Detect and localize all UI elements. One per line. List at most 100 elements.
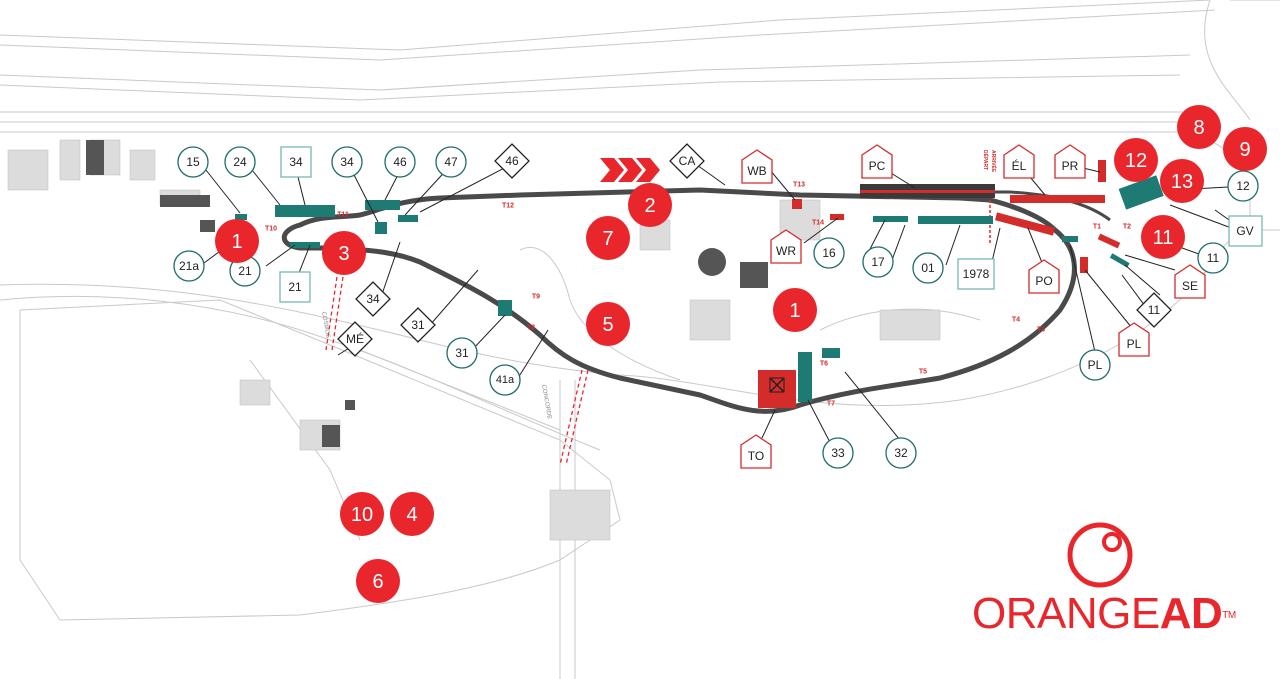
pentagon-to <box>740 434 772 469</box>
leader-lines <box>199 164 1247 451</box>
svg-text:1: 1 <box>789 300 800 322</box>
diamond-me <box>337 321 373 357</box>
svg-text:16: 16 <box>822 246 836 260</box>
buildings-light <box>7 139 941 541</box>
svg-text:34: 34 <box>366 292 380 306</box>
pentagon-wb <box>741 149 773 184</box>
x-icon <box>769 377 785 393</box>
svg-text:T10: T10 <box>265 226 277 233</box>
red-numbered-markers[interactable] <box>215 105 1267 603</box>
start-label: DÉPART <box>982 150 990 170</box>
marker-33 <box>822 437 854 469</box>
svg-text:T13: T13 <box>793 182 805 189</box>
pentagon-pr <box>1054 144 1086 179</box>
diamond-labels: 46 CA 34 31 MÉ 11 <box>346 154 1161 346</box>
svg-text:2: 2 <box>644 195 655 217</box>
marker-41a <box>489 364 521 396</box>
svg-text:GV: GV <box>1236 224 1253 238</box>
orangead-logo-icon <box>1067 522 1133 588</box>
red-marker-7[interactable] <box>586 216 630 260</box>
orangead-logo: ORANGEADTM <box>972 592 1252 636</box>
svg-text:T9: T9 <box>532 294 540 301</box>
svg-text:PL: PL <box>1127 337 1142 351</box>
finish-label: ARRIVÉE <box>990 150 998 173</box>
teal-circle-labels: 15 24 34 46 47 21a 21 31 41a 16 17 01 33… <box>179 155 1250 460</box>
svg-text:01: 01 <box>921 261 935 275</box>
svg-text:47: 47 <box>444 155 458 169</box>
marker-31 <box>446 337 478 369</box>
red-marker-4[interactable] <box>390 492 434 536</box>
svg-text:WB: WB <box>747 164 766 178</box>
svg-text:CA: CA <box>679 154 696 168</box>
diamond-ca <box>669 143 705 179</box>
logo-tm: TM <box>1222 610 1236 621</box>
race-track <box>281 187 1077 414</box>
diamond-markers <box>337 143 1172 357</box>
svg-text:T7: T7 <box>827 401 835 408</box>
pentagon-wr <box>770 229 802 264</box>
marker-1978-square <box>957 258 995 290</box>
red-marker-5[interactable] <box>586 302 630 346</box>
diamond-11 <box>1136 292 1172 328</box>
marker-24 <box>224 146 256 178</box>
pentagon-el <box>1003 144 1035 179</box>
svg-text:7: 7 <box>602 228 613 250</box>
grandstands <box>235 175 1164 402</box>
marker-12 <box>1227 170 1259 202</box>
red-marker-9[interactable] <box>1223 127 1267 171</box>
svg-text:T14: T14 <box>812 220 824 227</box>
red-marker-2[interactable] <box>628 183 672 227</box>
diamond-31 <box>400 307 436 343</box>
red-marker-1-right[interactable] <box>773 288 817 332</box>
teal-circle-markers <box>173 146 1259 469</box>
red-marker-11[interactable] <box>1141 215 1185 259</box>
svg-text:T12: T12 <box>502 203 514 210</box>
svg-text:5: 5 <box>602 314 613 336</box>
marker-17 <box>862 246 894 278</box>
svg-text:21: 21 <box>288 280 302 294</box>
marker-32 <box>885 437 917 469</box>
marker-47 <box>435 146 467 178</box>
pentagon-markers <box>740 144 1206 469</box>
svg-text:3: 3 <box>338 243 349 265</box>
red-marker-13[interactable] <box>1160 159 1204 203</box>
red-marker-6[interactable] <box>356 559 400 603</box>
pentagon-pc <box>861 144 893 179</box>
svg-text:4: 4 <box>406 504 417 526</box>
red-marker-12[interactable] <box>1114 138 1158 182</box>
logo-text-orange: ORANGE <box>972 589 1160 638</box>
svg-text:1978: 1978 <box>963 267 990 281</box>
red-marker-8[interactable] <box>1177 105 1221 149</box>
red-buildings <box>758 160 1121 408</box>
svg-text:32: 32 <box>894 446 908 460</box>
red-marker-10[interactable] <box>340 492 384 536</box>
red-marker-1-left[interactable] <box>215 219 259 263</box>
svg-text:T4: T4 <box>1012 317 1020 324</box>
svg-text:9: 9 <box>1239 139 1250 161</box>
marker-34-square <box>280 146 312 178</box>
red-marker-3[interactable] <box>322 231 366 275</box>
svg-text:24: 24 <box>233 155 247 169</box>
svg-text:10: 10 <box>351 504 373 526</box>
svg-text:T1: T1 <box>1093 224 1101 231</box>
marker-01 <box>912 252 944 284</box>
svg-text:13: 13 <box>1171 171 1193 193</box>
pentagon-po <box>1028 259 1060 294</box>
svg-text:ÉL: ÉL <box>1012 158 1027 173</box>
pentagon-se <box>1174 264 1206 299</box>
road-cosmos: COSMOS <box>320 311 331 338</box>
diamond-34 <box>355 281 391 317</box>
svg-text:31: 31 <box>455 346 469 360</box>
bridges <box>325 269 589 466</box>
svg-text:T8: T8 <box>527 325 535 332</box>
svg-text:34: 34 <box>289 155 303 169</box>
marker-15 <box>177 146 209 178</box>
svg-text:17: 17 <box>871 255 885 269</box>
road-concorde: CONCORDE <box>540 384 552 420</box>
marker-46 <box>384 146 416 178</box>
logo-text-ad: AD <box>1159 589 1223 638</box>
marker-pl <box>1079 349 1111 381</box>
svg-text:21: 21 <box>238 264 252 278</box>
